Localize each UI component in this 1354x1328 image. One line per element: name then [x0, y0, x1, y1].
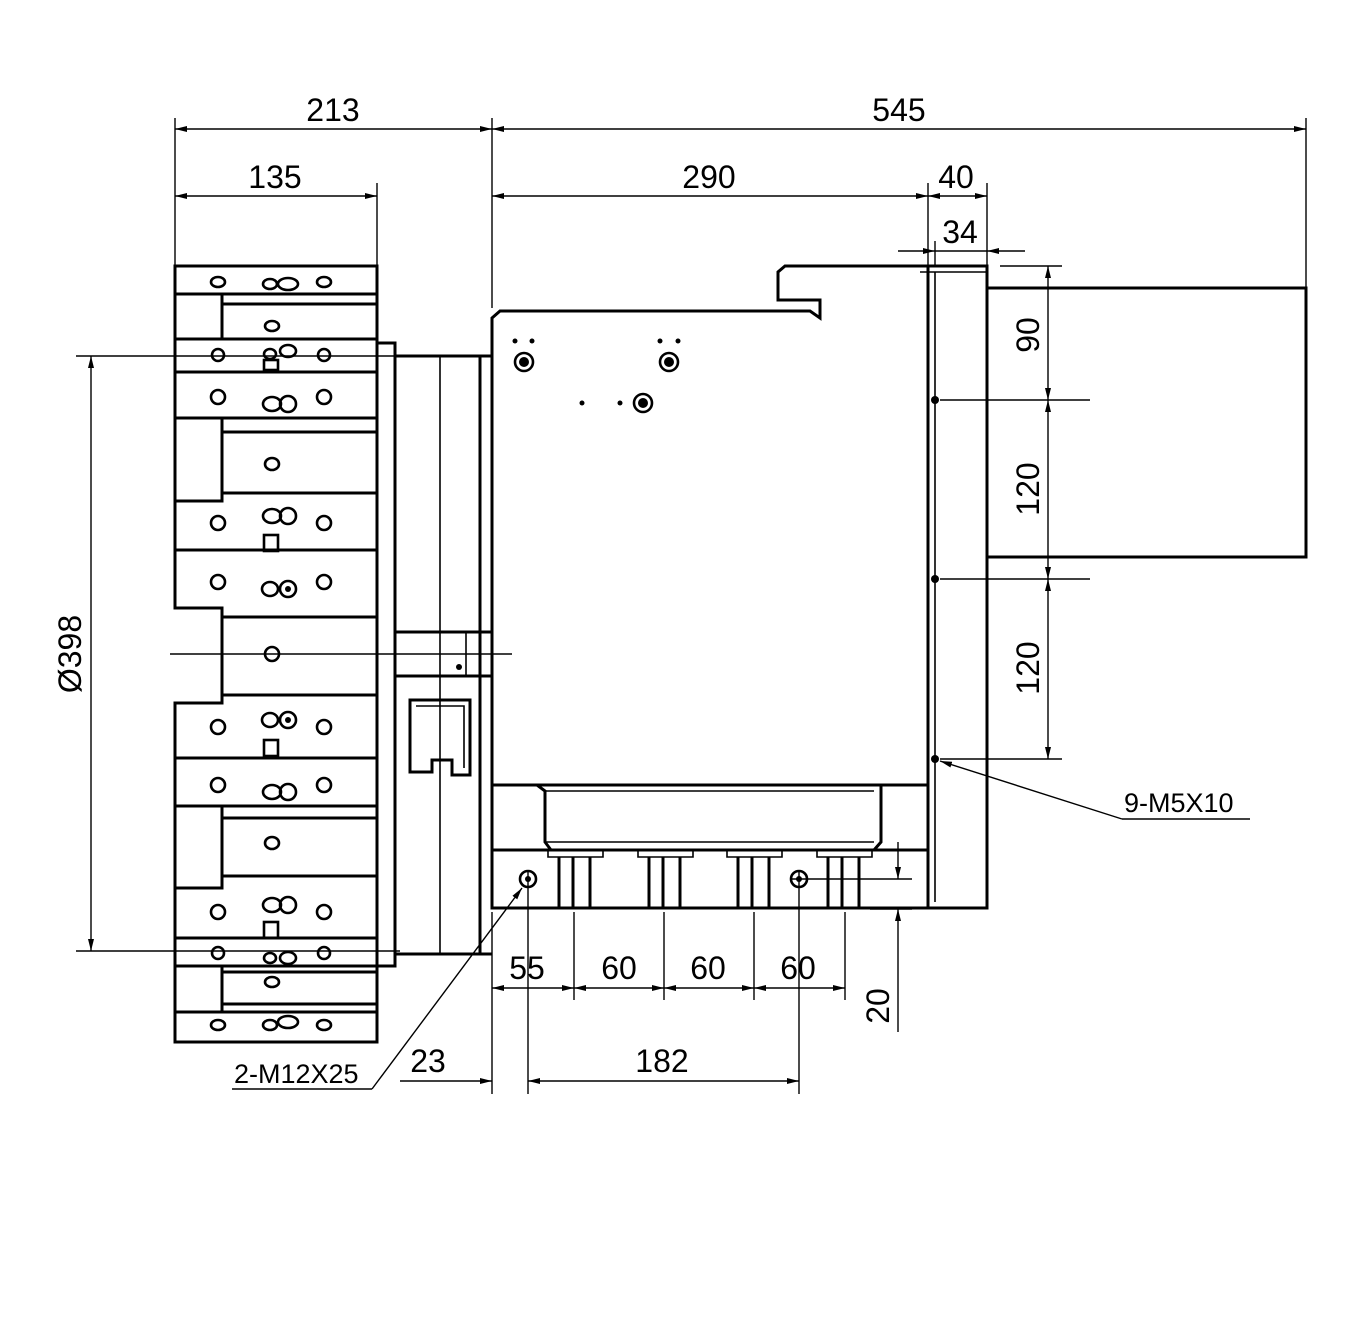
dim-290: 290: [682, 159, 735, 195]
dim-34: 34: [942, 214, 978, 250]
dim-20: 20: [860, 988, 896, 1024]
dim-60-c: 60: [780, 950, 816, 986]
dim-60-b: 60: [690, 950, 726, 986]
leader-lines: [232, 760, 1250, 1090]
callout-labels: 9-M5X10 2-M12X25: [234, 788, 1234, 1089]
dim-60-a: 60: [601, 950, 637, 986]
motor-housing: [987, 286, 1308, 559]
base-plate: [490, 783, 928, 910]
dim-120-upper: 120: [1010, 462, 1046, 515]
dim-23: 23: [410, 1043, 446, 1079]
dimension-labels: 213 545 135 290 40 34 Ø398 90 120 120 55…: [52, 92, 1046, 1079]
dim-90: 90: [1010, 317, 1046, 353]
main-body: [490, 264, 989, 910]
dim-182: 182: [635, 1043, 688, 1079]
dim-diameter-398: Ø398: [52, 615, 88, 693]
dim-55: 55: [509, 950, 545, 986]
extension-lines: [76, 118, 1307, 1094]
dim-213: 213: [306, 92, 359, 128]
callout-9-m5x10: 9-M5X10: [1124, 788, 1234, 818]
dim-135: 135: [248, 159, 301, 195]
dim-545: 545: [872, 92, 925, 128]
dim-120-lower: 120: [1010, 641, 1046, 694]
callout-2-m12x25: 2-M12X25: [234, 1059, 359, 1089]
dim-40: 40: [938, 159, 974, 195]
base-feet: [547, 850, 873, 908]
dimension-lines: [88, 126, 1306, 1084]
